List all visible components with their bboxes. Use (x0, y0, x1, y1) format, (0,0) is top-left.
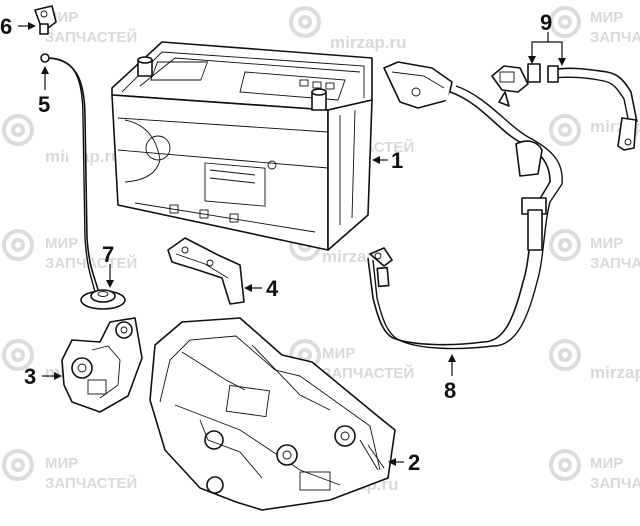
callout-6: 6 (0, 14, 12, 39)
watermark-brand-9: МИР (590, 235, 623, 252)
watermark-site-6: mirzap.ru (590, 363, 640, 382)
callout-9: 9 (540, 10, 552, 35)
bracket-part (61, 317, 143, 413)
watermark-logo-icon (2, 6, 581, 481)
hold-down-clamp-part (167, 237, 245, 305)
callout-3: 3 (24, 364, 36, 389)
battery-tray-part (149, 317, 396, 511)
watermark-brand-4: ЗАПЧАСТЕЙ (590, 28, 640, 46)
watermark-brand-14: ЗАПЧАСТЕЙ (45, 474, 137, 492)
grommet-part (80, 289, 126, 310)
watermark-brand-7: МИР (45, 235, 78, 252)
callout-7: 7 (102, 242, 114, 267)
watermark-site-1: mirzap.ru (330, 33, 407, 52)
vent-hose-part (40, 53, 100, 294)
callout-1: 1 (391, 148, 403, 173)
watermark-brand-12: ЗАПЧАСТЕЙ (322, 364, 414, 382)
watermark-brand-15: МИР (590, 455, 623, 472)
callout-5: 5 (38, 92, 50, 117)
callout-labels: 1 2 3 4 5 6 7 8 9 (0, 10, 552, 475)
negative-cable-part (367, 61, 563, 350)
watermark-brand-3: МИР (590, 9, 623, 26)
vent-elbow-part (34, 5, 57, 35)
watermark-brand-16: ЗАПЧАСТЕЙ (590, 474, 640, 492)
leader-lines (18, 22, 566, 466)
callout-4: 4 (266, 276, 279, 301)
watermark-brand-10: ЗАПЧАСТЕЙ (590, 254, 640, 272)
watermark-brand-13: МИР (45, 455, 78, 472)
battery-part (111, 41, 373, 251)
callout-2: 2 (408, 450, 420, 475)
callout-8: 8 (444, 378, 456, 403)
watermark-brand-11: МИР (322, 345, 355, 362)
watermark-brand-2: ЗАПЧАСТЕЙ (45, 28, 137, 46)
positive-cable-part (491, 63, 638, 151)
